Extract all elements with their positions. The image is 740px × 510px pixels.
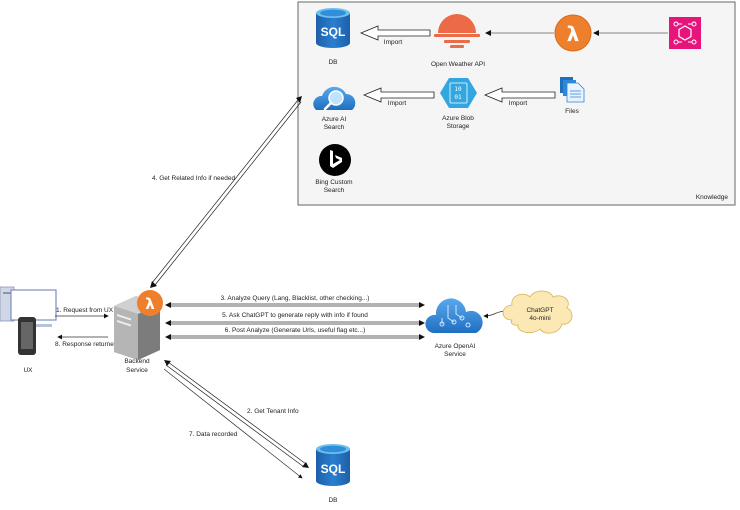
- cloud-shape: [502, 290, 573, 334]
- azure-openai-label-2: Service: [444, 351, 466, 358]
- chatgpt-node[interactable]: ChatGPT 4o-mini: [502, 290, 573, 334]
- backend-service-node[interactable]: λ Backend Service: [114, 290, 163, 374]
- files-icon: [560, 77, 585, 103]
- flow-step4: 4. Get Related Info if needed: [150, 96, 302, 288]
- flow-step1: 1. Request from UX: [55, 307, 114, 319]
- chatgpt-label-1: ChatGPT: [526, 307, 553, 314]
- azure-blob-storage-label-2: Storage: [447, 123, 470, 130]
- files-node[interactable]: Files: [560, 77, 585, 115]
- open-weather-api-node[interactable]: Open Weather API: [431, 14, 485, 68]
- flow-step4-label: 4. Get Related Info if needed: [152, 175, 235, 182]
- flow-step3: 3. Analyze Query (Lang, Blacklist, other…: [165, 295, 425, 308]
- svg-text:SQL: SQL: [321, 25, 346, 39]
- azure-ai-search-label-2: Search: [324, 124, 345, 131]
- edge-label-import: Import: [388, 100, 407, 107]
- backend-service-label-1: Backend: [124, 358, 150, 365]
- edge-label-import: Import: [509, 100, 528, 107]
- knowledge-db-node[interactable]: SQL DB: [316, 8, 350, 66]
- svg-text:λ: λ: [567, 22, 580, 46]
- flow-step2-label: 2. Get Tenant Info: [247, 408, 299, 415]
- open-weather-api-label: Open Weather API: [431, 61, 485, 68]
- azure-ai-search-node[interactable]: Azure AI Search: [313, 86, 356, 131]
- files-label: Files: [565, 108, 579, 115]
- azure-openai-node[interactable]: Azure OpenAI Service: [425, 298, 483, 358]
- azure-blob-storage-icon: 10 01: [440, 78, 477, 108]
- ux-label: UX: [23, 367, 33, 374]
- sql-database-icon: SQL: [316, 444, 350, 486]
- flow-step8: 8. Response returned: [55, 334, 118, 348]
- flow-step3-label: 3. Analyze Query (Lang, Blacklist, other…: [221, 295, 370, 302]
- aws-eventbridge-icon: [669, 17, 701, 49]
- edge-files-to-blob: Import: [483, 87, 556, 107]
- azure-blob-storage-label-1: Azure Blob: [442, 115, 474, 122]
- svg-text:λ: λ: [145, 295, 155, 313]
- desktop-mobile-icon: [0, 286, 57, 355]
- ux-node[interactable]: UX: [0, 286, 57, 374]
- knowledge-db-label: DB: [328, 59, 337, 66]
- tenant-db-node[interactable]: SQL DB: [316, 444, 350, 504]
- bing-custom-search-label-2: Search: [324, 187, 345, 194]
- azure-blob-storage-node[interactable]: 10 01 Azure Blob Storage: [440, 78, 477, 130]
- flow-step2: 2. Get Tenant Info: [164, 360, 309, 468]
- knowledge-group-title: Knowledge: [696, 194, 729, 201]
- chatgpt-label-2: 4o-mini: [529, 315, 550, 322]
- backend-service-label-2: Service: [126, 367, 148, 374]
- flow-step6-label: 6. Post Analyze (Generate Urls, useful f…: [225, 327, 366, 334]
- flow-step6: 6. Post Analyze (Generate Urls, useful f…: [165, 327, 425, 340]
- aws-eventbridge-node[interactable]: [669, 17, 701, 49]
- weather-sunset-icon: [434, 14, 480, 48]
- sql-database-icon: SQL: [316, 8, 350, 48]
- flow-step8-label: 8. Response returned: [55, 341, 118, 348]
- flow-step5: 5. Ask ChatGPT to generate reply with in…: [165, 312, 425, 326]
- flow-step1-label: 1. Request from UX: [56, 307, 114, 314]
- azure-ai-search-icon: [313, 86, 356, 111]
- edge-label-import: Import: [384, 39, 403, 46]
- edge-blob-to-search: Import: [362, 87, 435, 107]
- tenant-db-label: DB: [328, 497, 337, 504]
- flow-step7: 7. Data recorded: [163, 368, 303, 479]
- azure-ai-search-label-1: Azure AI: [322, 116, 347, 123]
- azure-openai-label-1: Azure OpenAI: [435, 343, 476, 350]
- aws-lambda-icon: λ: [554, 14, 592, 52]
- azure-openai-icon: [425, 298, 483, 333]
- bing-icon: [319, 144, 351, 176]
- svg-text:01: 01: [454, 94, 462, 101]
- bing-custom-search-label-1: Bing Custom: [315, 179, 352, 186]
- edge-weather-to-db: Import: [359, 25, 431, 46]
- aws-lambda-node[interactable]: λ: [554, 14, 592, 52]
- server-lambda-icon: λ: [114, 290, 163, 360]
- svg-text:SQL: SQL: [321, 462, 346, 476]
- flow-step5-label: 5. Ask ChatGPT to generate reply with in…: [222, 312, 368, 319]
- flow-step7-label: 7. Data recorded: [189, 431, 238, 438]
- svg-text:10: 10: [454, 86, 462, 93]
- bing-custom-search-node[interactable]: Bing Custom Search: [315, 144, 353, 194]
